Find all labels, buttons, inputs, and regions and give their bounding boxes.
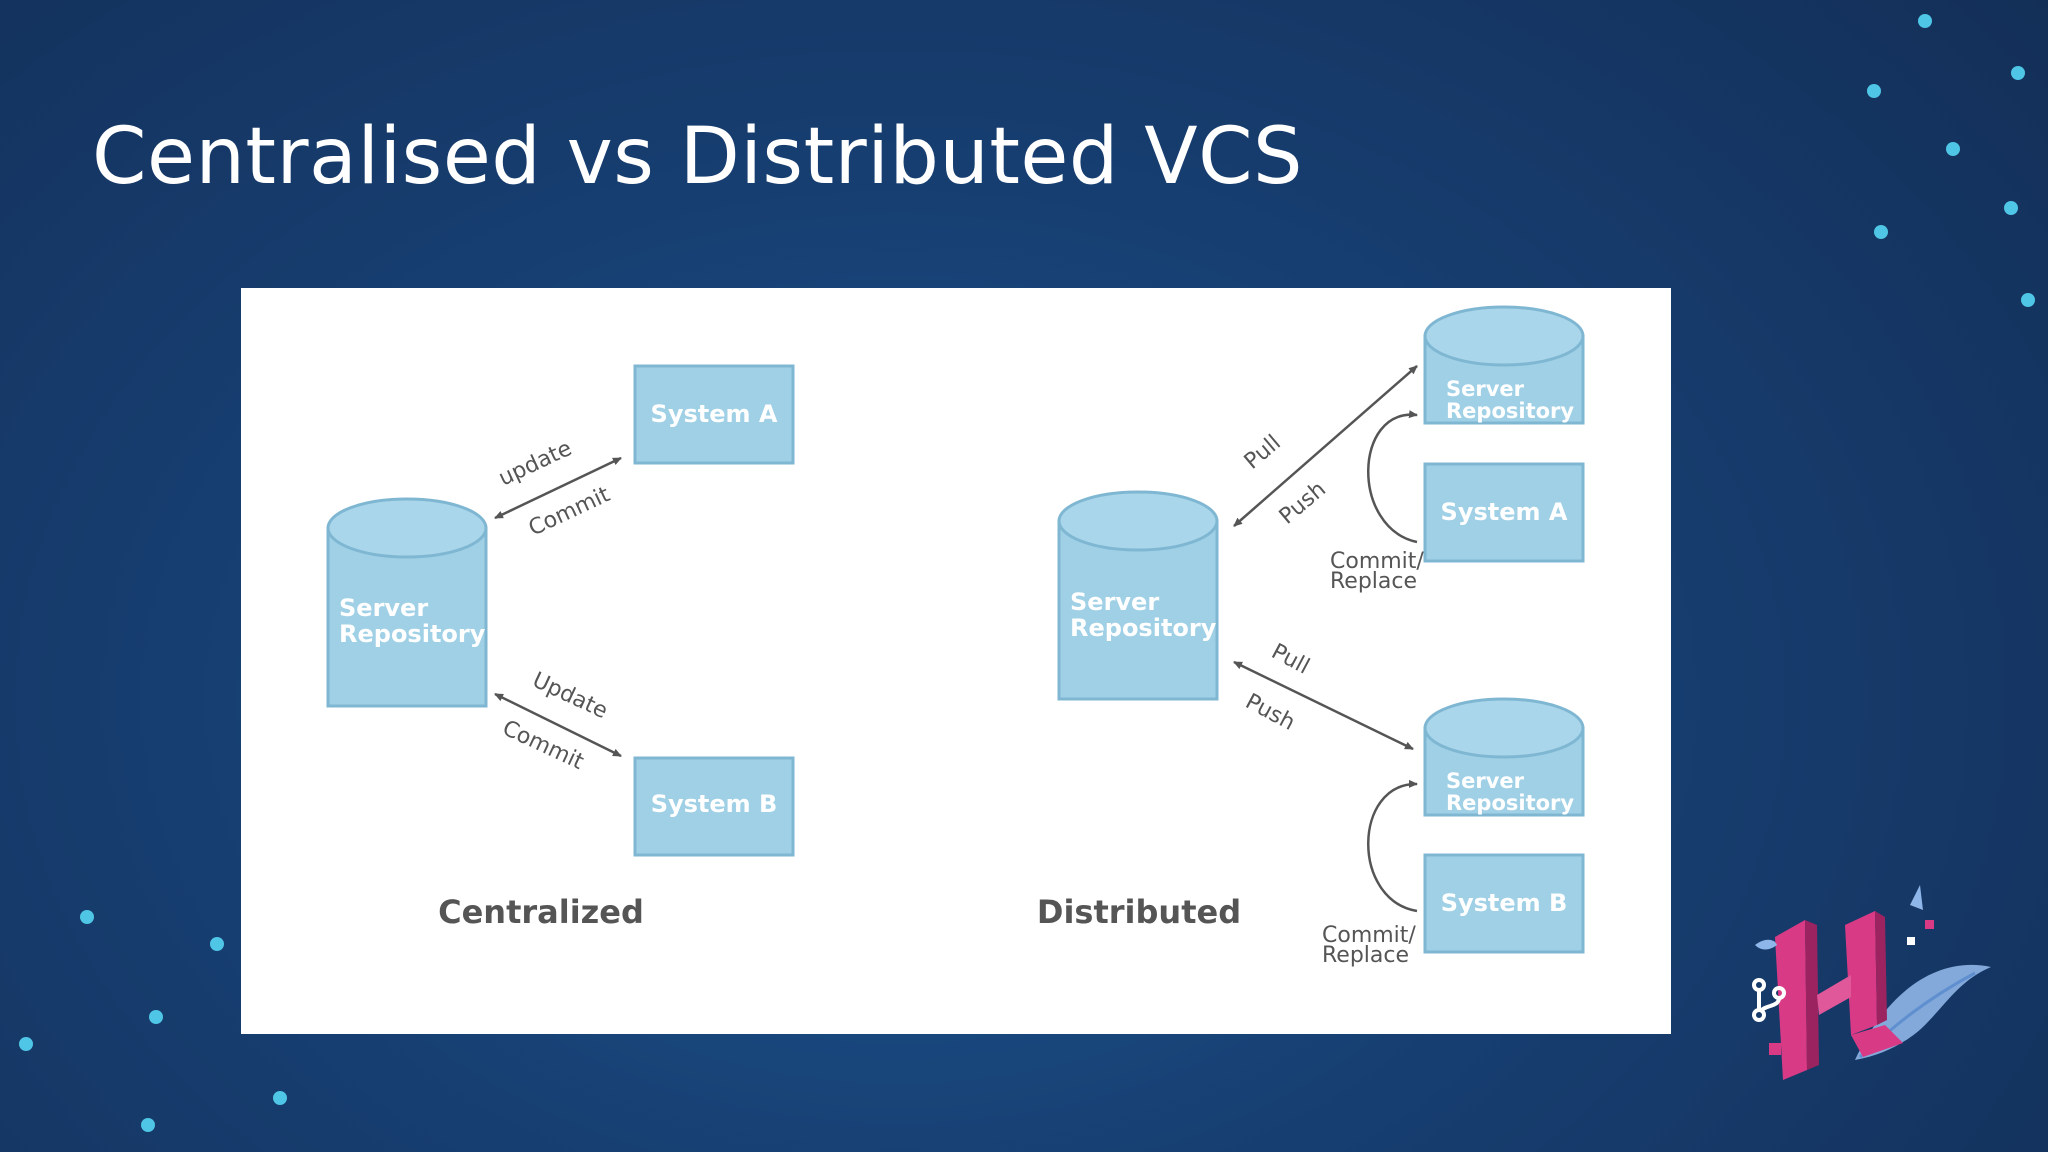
decor-dot — [1918, 14, 1932, 28]
edge-label-push: Push — [1275, 477, 1331, 530]
decor-dot — [19, 1037, 33, 1051]
decor-dot — [141, 1118, 155, 1132]
distributed-system-b: System B — [1423, 853, 1585, 954]
commit-replace-line1: Commit/ — [1322, 923, 1416, 948]
server-label-line2: Repository — [1446, 399, 1574, 423]
decor-dot — [1867, 84, 1881, 98]
centralized-arrow-a — [494, 456, 622, 520]
server-label-line1: Server — [1446, 377, 1525, 401]
edge-label-push: Push — [1241, 689, 1299, 736]
decor-dot — [2021, 293, 2035, 307]
server-label-line1: Server — [339, 594, 428, 622]
distributed-server-repo-b: Server Repository — [1423, 697, 1585, 817]
commit-replace-line2: Replace — [1322, 943, 1409, 968]
decor-dot — [1874, 225, 1888, 239]
decor-dot — [1946, 142, 1960, 156]
vcs-diagram: Server Repository System A System B upda… — [241, 288, 1671, 1034]
server-label-line2: Repository — [1070, 614, 1217, 642]
decor-dot — [2011, 66, 2025, 80]
centralized-caption: Centralized — [438, 893, 644, 931]
edge-label-pull: Pull — [1267, 639, 1313, 679]
server-label-line1: Server — [1070, 588, 1159, 616]
diagram-canvas: Server Repository System A System B upda… — [326, 305, 1585, 968]
server-label-line1: Server — [1446, 769, 1525, 793]
centralized-system-a: System A — [633, 364, 795, 465]
decor-dot — [210, 937, 224, 951]
system-a-label: System A — [651, 400, 778, 428]
system-b-label: System B — [651, 790, 778, 818]
local-commit-arrow-a — [1367, 410, 1418, 544]
edge-label-pull: Pull — [1240, 430, 1286, 474]
server-label-line2: Repository — [1446, 791, 1574, 815]
distributed-arrow-b — [1233, 660, 1414, 751]
decor-dot — [2004, 201, 2018, 215]
distributed-arrow-a — [1233, 365, 1418, 527]
edge-label-commit: Commit — [498, 716, 587, 775]
centralized-server-repo: Server Repository — [326, 497, 488, 708]
decor-dot — [80, 910, 94, 924]
local-commit-arrow-b — [1367, 779, 1418, 913]
distributed-server-repo: Server Repository — [1057, 490, 1219, 701]
commit-replace-line1: Commit/ — [1330, 549, 1424, 574]
system-b-label: System B — [1441, 889, 1568, 917]
decor-dot — [149, 1010, 163, 1024]
distributed-server-repo-a: Server Repository — [1423, 305, 1585, 425]
commit-replace-line2: Replace — [1330, 569, 1417, 594]
edge-label-commit: Commit — [525, 482, 614, 541]
slide-title: Centralised vs Distributed VCS — [92, 112, 1304, 202]
system-a-label: System A — [1441, 498, 1568, 526]
server-label-line2: Repository — [339, 620, 486, 648]
edge-label-update: update — [495, 436, 576, 491]
centralized-system-b: System B — [633, 756, 795, 857]
h-branch-leaf-logo-icon — [1752, 885, 1991, 1080]
centralized-arrow-b — [494, 692, 622, 758]
distributed-caption: Distributed — [1037, 893, 1241, 931]
distributed-system-a: System A — [1423, 462, 1585, 563]
decor-dot — [273, 1091, 287, 1105]
